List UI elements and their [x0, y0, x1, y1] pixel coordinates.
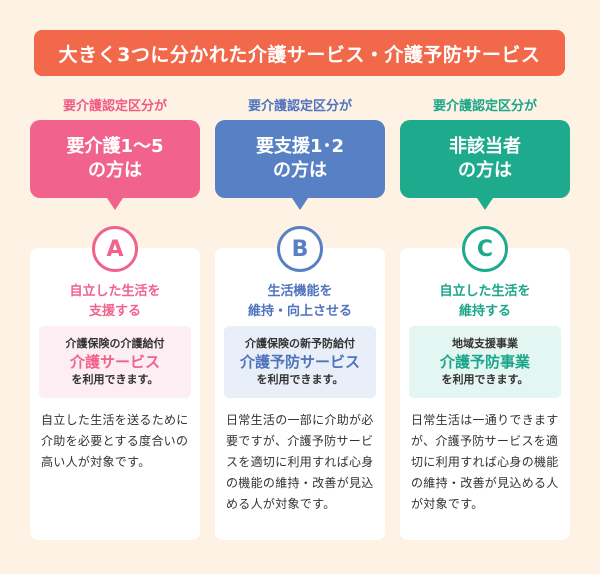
service-box: 介護保険の介護給付 介護サービス を利用できます。 [39, 326, 191, 398]
sub-heading: 自立した生活を 維持する [400, 282, 570, 321]
badge-b: B [277, 226, 323, 272]
sub-heading: 自立した生活を 支援する [30, 282, 200, 321]
bubble-line2: の方は [458, 160, 512, 181]
bubble-line2: の方は [88, 160, 142, 181]
service-note: を利用できます。 [71, 373, 159, 387]
sub-heading-line1: 生活機能を [267, 284, 333, 299]
description: 日常生活の一部に介助が必要ですが、介護予防サービスを適切に利用すれば心身の機能の… [226, 413, 374, 511]
bubble-line1: 非該当者 [449, 135, 521, 157]
level-bubble: 非該当者 の方は [400, 120, 570, 210]
sub-heading-line2: 支援する [88, 303, 141, 319]
service-name: 介護予防サービス [239, 352, 360, 371]
level-bubble: 要支援1･2 の方は [215, 120, 385, 210]
sub-heading-line1: 自立した生活を [69, 284, 161, 299]
service-note: を利用できます。 [441, 373, 529, 387]
sub-heading-line2: 維持・向上させる [247, 303, 352, 319]
badge-a: A [92, 226, 138, 272]
service-name: 介護予防事業 [439, 352, 530, 371]
service-box: 地域支援事業 介護予防事業 を利用できます。 [409, 326, 561, 398]
bubble-line2: の方は [273, 160, 327, 181]
sub-heading: 生活機能を 維持・向上させる [215, 282, 385, 321]
service-source: 地域支援事業 [452, 337, 518, 351]
service-source: 介護保険の新予防給付 [245, 337, 355, 351]
service-name: 介護サービス [69, 352, 160, 371]
level-label: 要介護認定区分が [432, 99, 537, 114]
sub-heading-line2: 維持する [458, 303, 511, 319]
bubble-line1: 要介護1～5 [66, 135, 164, 157]
page-title: 大きく3つに分かれた介護サービス・介護予防サービス [34, 30, 565, 76]
service-source: 介護保険の介護給付 [65, 337, 165, 351]
sub-heading-line1: 自立した生活を [439, 284, 531, 299]
badge-c: C [462, 226, 508, 272]
level-bubble: 要介護1～5 の方は [30, 120, 200, 210]
level-label: 要介護認定区分が [247, 99, 352, 114]
level-label: 要介護認定区分が [62, 99, 167, 114]
service-box: 介護保険の新予防給付 介護予防サービス を利用できます。 [224, 326, 376, 398]
description: 日常生活は一通りできますが、介護予防サービスを適切に利用すれば心身の機能の維持・… [411, 413, 559, 511]
bubble-line1: 要支援1･2 [255, 135, 345, 157]
service-note: を利用できます。 [256, 373, 344, 387]
description: 自立した生活を送るために介助を必要とする度合いの高い人が対象です。 [41, 413, 189, 469]
